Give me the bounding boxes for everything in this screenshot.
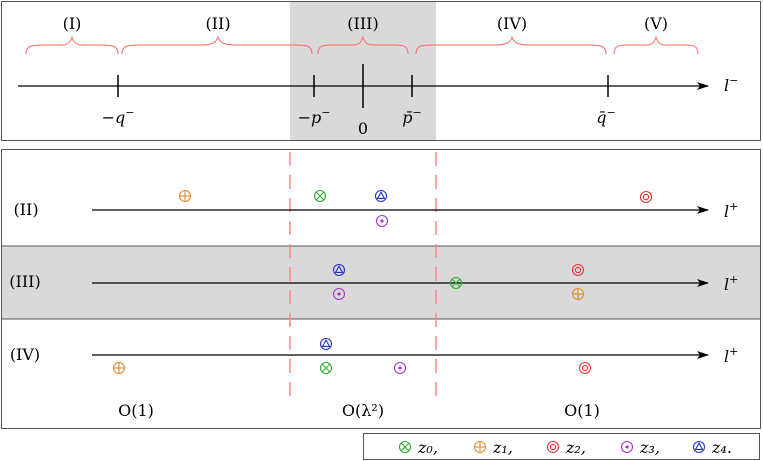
axis-ticks bbox=[117, 64, 609, 108]
brace-iii bbox=[317, 35, 409, 55]
marker-z4-row-iii bbox=[332, 263, 346, 277]
legend-label-z0: z₀, bbox=[417, 438, 438, 457]
row-label-iv: (IV) bbox=[10, 345, 40, 364]
circle-triangle-icon bbox=[692, 440, 706, 454]
region-label-v: (V) bbox=[644, 14, 668, 33]
marker-z2-row-iii bbox=[571, 263, 585, 277]
region-label-iii: (III) bbox=[347, 14, 378, 33]
marker-z1-row-ii bbox=[178, 189, 192, 203]
marker-z0-row-iv bbox=[319, 361, 333, 375]
row-label-iii: (III) bbox=[9, 272, 40, 291]
marker-z0-row-iii bbox=[449, 276, 463, 290]
marker-z3-row-iii bbox=[332, 287, 346, 301]
marker-z0-row-ii bbox=[313, 189, 327, 203]
circle-times-icon bbox=[398, 440, 412, 454]
legend: z₀, z₁, z₂, z₃, z₄. bbox=[363, 433, 760, 460]
row-iv-axis-label: l+ bbox=[724, 345, 738, 366]
legend-label-z3: z₃, bbox=[639, 438, 660, 457]
region-braces bbox=[25, 35, 699, 55]
bottom-panel-frame bbox=[1, 149, 761, 429]
row-ii-axis-label: l+ bbox=[724, 200, 738, 221]
region-label-i: (I) bbox=[63, 14, 82, 33]
top-panel: (I) (II) (III) (IV) (V) l− −q− −p− 0 p̄− bbox=[1, 1, 761, 141]
brace-i bbox=[25, 35, 119, 55]
marker-z4-row-ii bbox=[374, 189, 388, 203]
marker-z2-row-ii bbox=[639, 190, 653, 204]
tick-label-q-bar: q̄− bbox=[596, 106, 615, 127]
circle-dot-icon bbox=[620, 440, 634, 454]
circle-plus-icon bbox=[473, 440, 487, 454]
marker-z1-row-iv bbox=[112, 361, 126, 375]
legend-label-z4: z₄. bbox=[711, 438, 732, 457]
marker-z3-row-ii bbox=[375, 214, 389, 228]
brace-v bbox=[613, 35, 699, 55]
tick-label-zero: 0 bbox=[358, 119, 368, 138]
tick-label-minus-p: −p− bbox=[298, 106, 331, 127]
brace-ii bbox=[121, 35, 313, 55]
marker-z2-row-iv bbox=[578, 361, 592, 375]
l-minus-axis-label: l− bbox=[724, 74, 738, 95]
tick-label-minus-q: −q− bbox=[102, 106, 135, 127]
legend-label-z2: z₂, bbox=[565, 438, 586, 457]
marker-z3-row-iv bbox=[393, 361, 407, 375]
region-label-iv: (IV) bbox=[497, 14, 527, 33]
row-label-ii: (II) bbox=[13, 200, 38, 219]
brace-iv bbox=[415, 35, 607, 55]
order-label-right: O(1) bbox=[564, 401, 600, 420]
order-label-left: O(1) bbox=[118, 401, 154, 420]
region-label-ii: (II) bbox=[205, 14, 230, 33]
row-iii-axis-label: l+ bbox=[724, 273, 738, 294]
marker-z1-row-iii bbox=[571, 287, 585, 301]
marker-z4-row-iv bbox=[319, 337, 333, 351]
circle-circle-icon bbox=[546, 440, 560, 454]
top-panel-frame bbox=[1, 1, 761, 141]
tick-label-p-bar: p̄− bbox=[402, 106, 421, 127]
bottom-panel: (II) (III) (IV) l+ l+ l+ O(1) O(λ²) O(1) bbox=[1, 149, 761, 429]
legend-label-z1: z₁, bbox=[492, 438, 513, 457]
order-label-middle: O(λ²) bbox=[342, 401, 384, 420]
